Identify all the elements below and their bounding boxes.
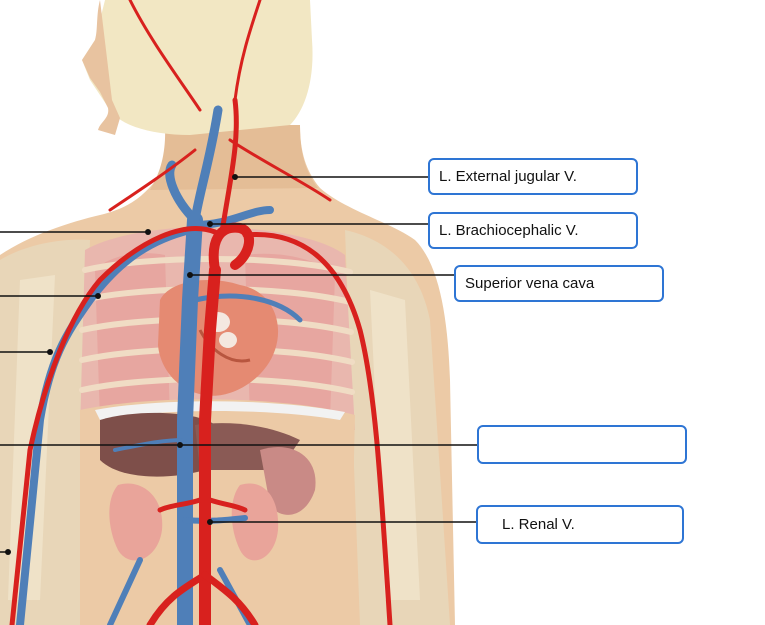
leader-lines [0, 176, 477, 553]
arteries [9, 0, 393, 625]
label-superior-vena-cava: Superior vena cava [454, 265, 664, 302]
pointer-dots [5, 174, 238, 555]
label-superior-vena-cava-text: Superior vena cava [465, 275, 595, 292]
label-blank-answer-box[interactable] [477, 425, 687, 464]
label-external-jugular-vein-text: L. External jugular V. [439, 168, 577, 185]
label-brachiocephalic-vein: L. Brachiocephalic V. [428, 212, 638, 249]
label-renal-vein-text: L. Renal V. [502, 516, 575, 533]
label-brachiocephalic-vein-text: L. Brachiocephalic V. [439, 222, 579, 239]
label-external-jugular-vein: L. External jugular V. [428, 158, 638, 195]
veins [16, 105, 303, 625]
abdomen [80, 399, 355, 625]
label-renal-vein: L. Renal V. [476, 505, 684, 544]
skull [82, 0, 313, 135]
